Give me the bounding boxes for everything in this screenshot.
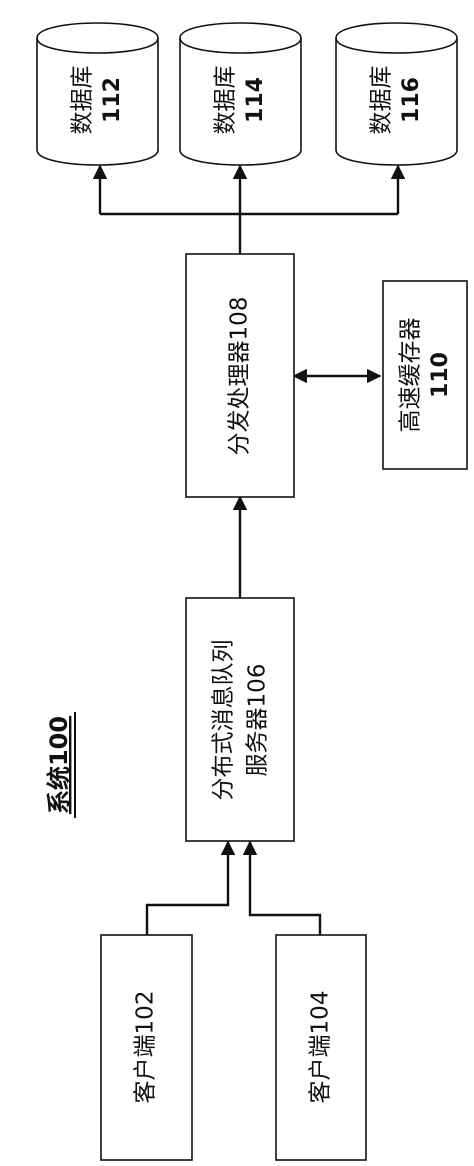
dispatcher-box xyxy=(185,253,295,498)
database-112-name: 数据库 xyxy=(70,66,96,135)
database-116-number: 116 xyxy=(399,77,424,123)
client-102: 客户端102 xyxy=(100,934,193,1161)
database-112-number: 112 xyxy=(100,77,125,123)
mq-server-106: 分布式消息队列 服务器106 xyxy=(185,597,295,842)
database-icon xyxy=(335,22,458,166)
client-104-box xyxy=(275,934,367,1161)
database-114-name: 数据库 xyxy=(213,66,239,135)
connectors xyxy=(92,164,406,935)
database-112: 数据库 112 xyxy=(36,22,159,166)
mq-server-label-line1: 分布式消息队列 xyxy=(211,640,237,801)
mq-server-box xyxy=(185,597,295,842)
dispatcher-108: 分发处理器108 xyxy=(185,253,295,498)
client-102-box xyxy=(100,934,193,1161)
cache-110: 高速缓存器 110 xyxy=(382,280,468,470)
mq-server-label-line2: 服务器106 xyxy=(245,664,271,777)
client-102-label: 客户端102 xyxy=(133,991,159,1104)
database-icon xyxy=(179,22,302,166)
client-104: 客户端104 xyxy=(275,934,367,1161)
client-104-label: 客户端104 xyxy=(308,991,334,1104)
cache-label: 高速缓存器 xyxy=(398,318,424,433)
cache-box xyxy=(382,280,468,470)
database-114-number: 114 xyxy=(243,77,268,123)
edge-client102-to-mqserver xyxy=(145,840,236,935)
edge-client104-to-mqserver xyxy=(242,840,322,935)
system-title: 系统100 xyxy=(45,716,73,814)
database-116-name: 数据库 xyxy=(369,66,395,135)
database-114: 数据库 114 xyxy=(179,22,302,166)
database-icon xyxy=(36,22,159,166)
database-116: 数据库 116 xyxy=(335,22,458,166)
dispatcher-label: 分发处理器108 xyxy=(227,297,253,456)
cache-number: 110 xyxy=(428,352,453,398)
